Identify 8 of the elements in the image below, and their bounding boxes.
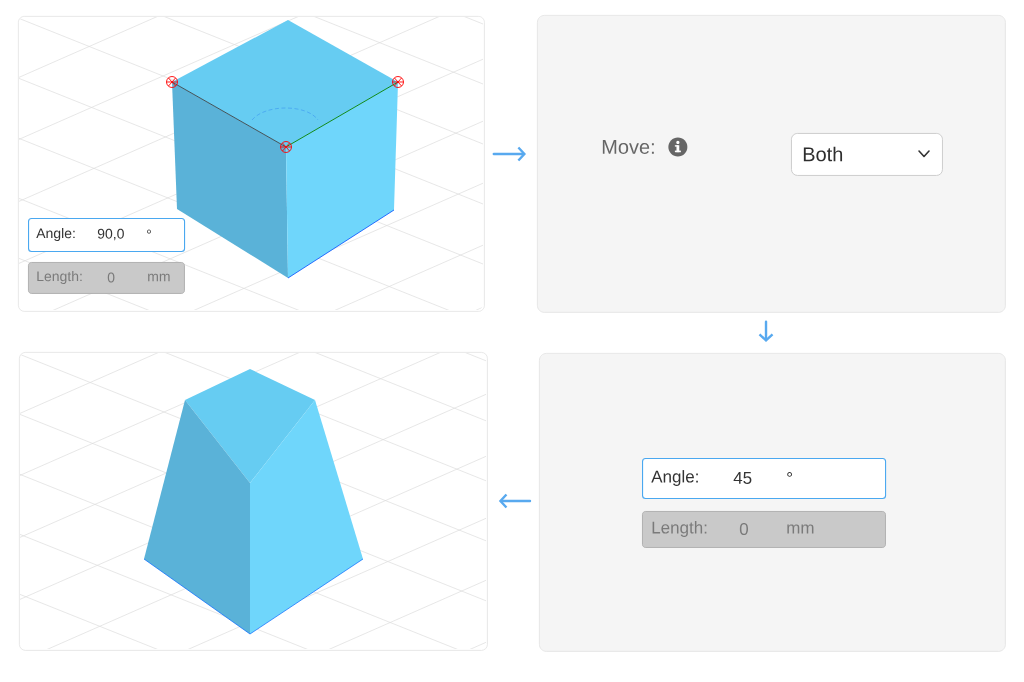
input-field: Angle: 90,0 ° [28,218,186,253]
input-field: Length: 0 mm [28,262,185,294]
arrow [492,146,526,162]
input-field: Angle: 45 ° [642,458,887,500]
arrow [758,320,774,342]
input-field: Length: 0 mm [642,511,886,548]
arrow [498,493,532,509]
dropdown: Both [791,133,943,176]
